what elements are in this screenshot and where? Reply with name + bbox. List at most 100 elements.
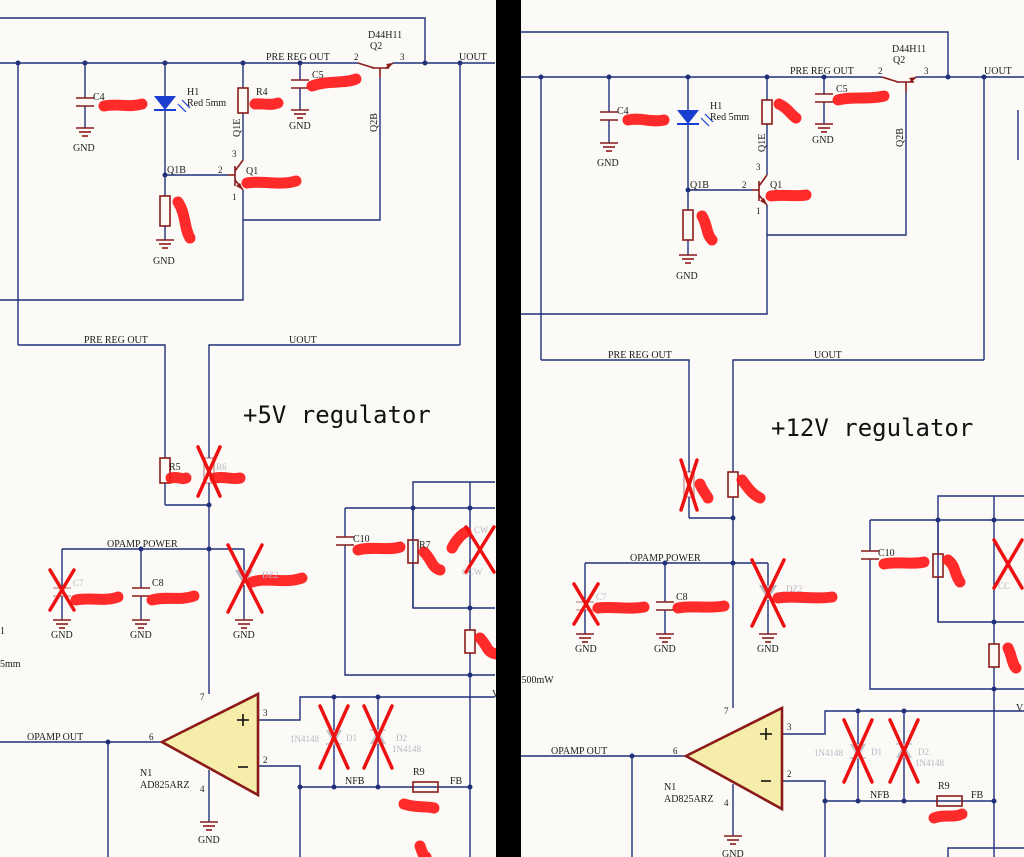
h1-led	[154, 96, 191, 113]
q1b-resistor	[155, 195, 175, 249]
edge-v-label-12v: V	[1016, 703, 1024, 714]
wiring-opamp-12v	[521, 708, 1024, 857]
panel-divider	[496, 0, 521, 857]
r7-resistor	[407, 539, 419, 564]
net-pre-reg-out-mid: PRE REG OUT	[84, 335, 148, 346]
redaction-marks	[70, 73, 502, 857]
r5-resistor	[159, 457, 171, 484]
gnd-c8-label: GND	[130, 630, 152, 641]
q1-label: Q1	[246, 166, 258, 177]
r5-label: R5	[169, 462, 181, 473]
r9-resistor	[412, 781, 439, 793]
net-uout-mid: UOUT	[289, 335, 317, 346]
opamp-pin-7: 7	[200, 692, 205, 702]
opamp-pin-2-12v: 2	[787, 769, 792, 779]
regulator-title-12v: +12V regulator	[771, 414, 973, 442]
d1-part-label-12v: 1N4148	[814, 748, 843, 758]
q1e-label: Q1E	[232, 119, 243, 137]
q1b-resistor-12v	[678, 209, 698, 264]
wiring-top	[0, 17, 495, 458]
wiring-mid	[61, 483, 245, 694]
net-uout-top: UOUT	[459, 52, 487, 63]
panel-12v-regulator: D44H11 Q2 2 3 PRE REG OUT UOUT C4 C5 H1 …	[521, 31, 1024, 857]
edge-left-led-note: 5mm	[0, 659, 21, 670]
net-pre-reg-out-mid-12v: PRE REG OUT	[608, 350, 672, 361]
opamp-gnd	[199, 821, 219, 831]
net-pre-reg-out-top: PRE REG OUT	[266, 52, 330, 63]
d2-ref-label: D2	[396, 733, 407, 743]
r6-resistor-12v	[727, 471, 739, 498]
pot-ccw-label: CCW	[462, 567, 483, 577]
dz2-label: DZ2	[262, 570, 279, 580]
r5-resistor-12v	[683, 471, 695, 498]
q1b-label: Q1B	[167, 165, 186, 176]
net-nfb-12v: NFB	[870, 790, 890, 801]
n1-opamp	[159, 691, 260, 798]
c4-label: C4	[93, 92, 105, 103]
gnd-dz2-label: GND	[233, 630, 255, 641]
net-nfb: NFB	[345, 776, 365, 787]
strike-marks	[48, 445, 496, 770]
pot-ccw-label-12v: CC	[998, 581, 1010, 591]
net-uout-mid-12v: UOUT	[814, 350, 842, 361]
gnd-dz2-label-12v: GND	[757, 644, 779, 655]
q1-transistor	[228, 159, 244, 191]
c5-capacitor-12v	[814, 93, 834, 133]
net-opamp-power: OPAMP POWER	[107, 539, 178, 550]
q2-transistor	[357, 62, 394, 78]
q1e-label-12v: Q1E	[757, 134, 768, 152]
dz2-label-12v: DZ2	[786, 584, 803, 594]
opamp-gnd-12v	[723, 835, 743, 845]
q2-pin-2-12v: 2	[878, 66, 883, 76]
r9-label: R9	[413, 767, 425, 778]
c10-capacitor	[336, 536, 354, 546]
edge-zener-note: 8 500mW	[514, 675, 554, 686]
pot-cw-label: CW	[474, 525, 489, 535]
n1-ref-label-12v: N1	[664, 782, 676, 793]
q2-ref-label: Q2	[370, 41, 382, 52]
r4-resistor-12v	[761, 99, 773, 125]
q1-pin-2: 2	[218, 165, 223, 175]
c8-capacitor-12v	[655, 601, 675, 643]
net-opamp-power-12v: OPAMP POWER	[630, 553, 701, 564]
d2-part-label-12v: 1N4148	[915, 758, 944, 768]
d1-ref-label: D1	[346, 733, 357, 743]
q2-ref-label-12v: Q2	[893, 55, 905, 66]
c10-capacitor-12v	[861, 550, 879, 560]
q2-pin-3-12v: 3	[924, 66, 929, 76]
q1-pin-1-12v: 1	[756, 206, 761, 216]
gnd-c4-label: GND	[73, 143, 95, 154]
panel-5v-regulator: D44H11 Q2 2 3 PRE REG OUT UOUT C4 C5 H1 …	[0, 17, 554, 857]
q2-part-label: D44H11	[368, 30, 402, 41]
q2-part-label-12v: D44H11	[892, 44, 926, 55]
h1-led-12v	[677, 110, 714, 127]
q2-pin-3: 3	[400, 52, 405, 62]
regulator-title-5v: +5V regulator	[243, 401, 431, 429]
c5-label: C5	[312, 70, 324, 81]
net-opamp-out-12v: OPAMP OUT	[551, 746, 607, 757]
r6-resistor	[203, 457, 215, 484]
net-fb-12v: FB	[971, 790, 984, 801]
r4-resistor	[237, 87, 249, 114]
wiring-mid-12v	[584, 497, 769, 708]
redaction-marks-12v	[592, 90, 1022, 824]
opamp-pin-4: 4	[200, 784, 205, 794]
c10-label-12v: C10	[878, 548, 895, 559]
gnd-c8-label-12v: GND	[654, 644, 676, 655]
c7-label-12v: C7	[596, 592, 607, 602]
d1-part-label: 1N4148	[290, 734, 319, 744]
r4-label: R4	[256, 87, 268, 98]
gnd-c5-label-12v: GND	[812, 135, 834, 146]
r9-label-12v: R9	[938, 781, 950, 792]
h1-value-label-12v: Red 5mm	[710, 112, 749, 123]
n1-ref-label: N1	[140, 768, 152, 779]
h1-value-label: Red 5mm	[187, 98, 226, 109]
c4-capacitor	[75, 97, 95, 137]
n1-part-label: AD825ARZ	[140, 780, 189, 791]
c10-label: C10	[353, 534, 370, 545]
h1-ref-label-12v: H1	[710, 101, 722, 112]
wiring-comp	[344, 481, 495, 857]
net-pre-reg-out-top-12v: PRE REG OUT	[790, 66, 854, 77]
q2-transistor-12v	[881, 76, 917, 92]
r6-label: R6	[216, 462, 227, 472]
